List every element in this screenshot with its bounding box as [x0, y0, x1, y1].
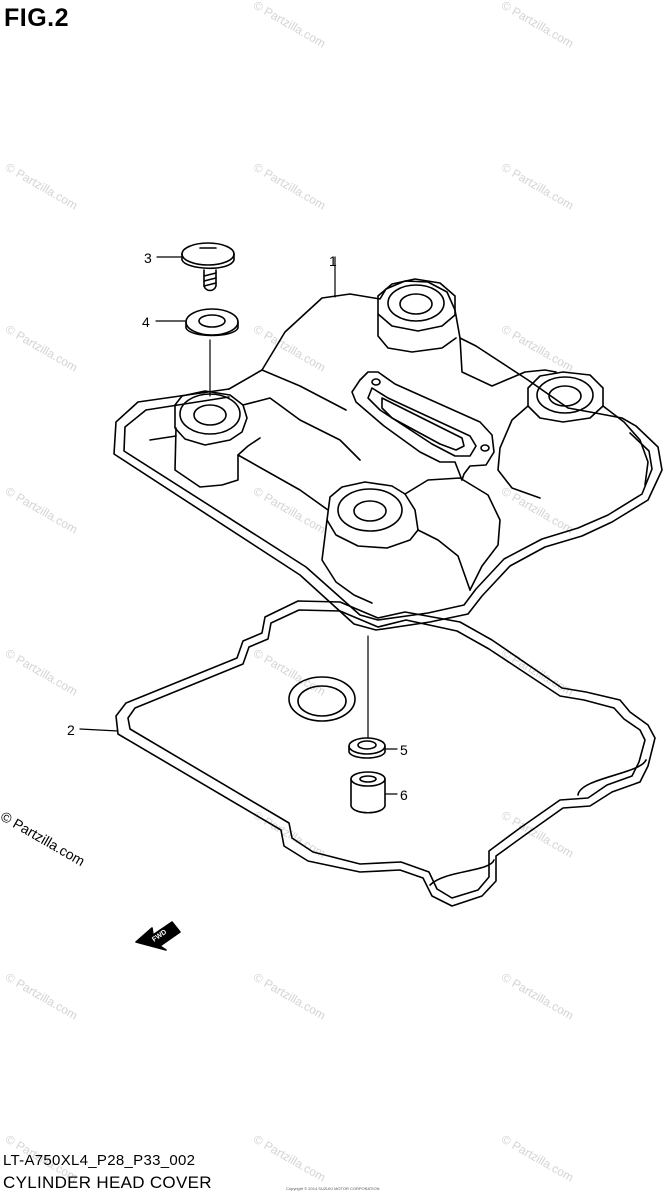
oil-seal-drawing[interactable]: [348, 737, 386, 759]
bolt-drawing[interactable]: [181, 242, 235, 292]
callout-5[interactable]: 5: [400, 742, 408, 758]
callout-1[interactable]: 1: [329, 253, 337, 269]
callout-2[interactable]: 2: [67, 722, 75, 738]
leader-lines: [79, 256, 398, 795]
callout-4[interactable]: 4: [142, 314, 150, 330]
callout-3[interactable]: 3: [144, 250, 152, 266]
figure-title: FIG.2: [4, 4, 70, 32]
cover-gasket-drawing[interactable]: [115, 600, 656, 907]
diagram-code: LT-A750XL4_P28_P33_002: [3, 1152, 196, 1169]
fwd-arrow: [135, 921, 181, 951]
callout-6[interactable]: 6: [400, 787, 408, 803]
diagram-name: CYLINDER HEAD COVER: [3, 1173, 212, 1192]
cylinder-head-cover-drawing[interactable]: [113, 278, 663, 631]
dowel-pin-drawing[interactable]: [350, 771, 386, 814]
copyright-notice: Copyright © 2014 SUZUKI MOTOR CORPORATIO…: [286, 1186, 380, 1191]
bolt-gasket-drawing[interactable]: [185, 308, 239, 337]
